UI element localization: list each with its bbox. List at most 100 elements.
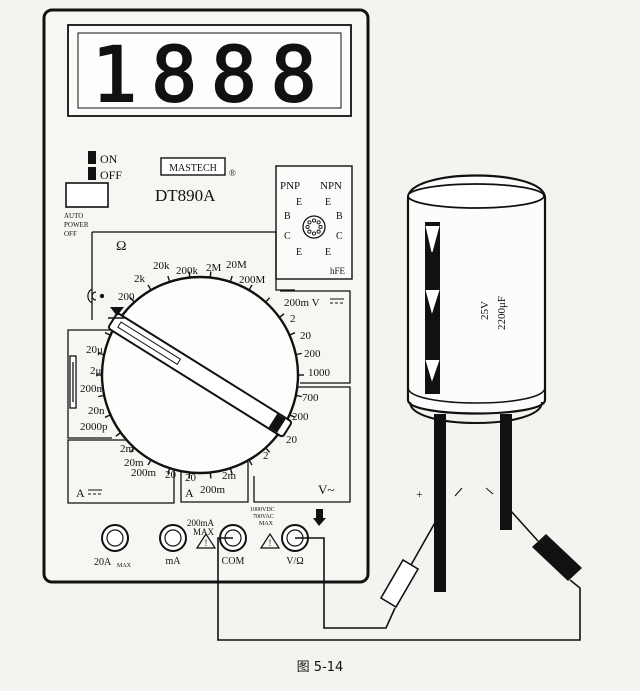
cap-range-outline [67, 329, 112, 439]
dial-tick [129, 447, 135, 453]
acv-range-2: 20 [286, 434, 298, 446]
cap-range-labels: 20μ 2μ 200n 20n 2000p [69, 344, 108, 433]
dca-left-dc-icon [88, 489, 102, 495]
hfe-hole [316, 229, 321, 234]
dial-tick [147, 284, 152, 291]
lcd-reading: 1888 [91, 30, 330, 119]
dca-right-range-1: 2m [222, 470, 237, 482]
hfe-holes [305, 218, 323, 236]
test-leads [217, 509, 582, 641]
probe-negative[interactable] [217, 509, 582, 641]
ohm-range-5: 20M [226, 259, 247, 271]
acv-range-outline [253, 386, 351, 503]
acv-range-3: 2 [263, 450, 269, 462]
jack-20a-sub: MAX [117, 563, 132, 569]
hfe-hole [311, 218, 317, 223]
jack-ma[interactable]: mA 200mA MAX [159, 518, 215, 567]
multimeter: 1888 ON OFF AUTO POWER OFF MASTECH ® DT8… [42, 8, 370, 584]
dial-tick [295, 352, 302, 356]
capacitor-symbol-icon [69, 355, 77, 409]
plus-leader [454, 487, 463, 497]
dcv-head: 200m V [284, 297, 320, 309]
dial-tick [98, 394, 105, 398]
hfe-hole [307, 229, 312, 234]
dca-left-range-3: 20 [165, 469, 177, 481]
hfe-pin-right-0: E [325, 197, 331, 208]
npn-label: NPN [320, 180, 342, 192]
capacitor-voltage: 25V [479, 301, 491, 320]
figure-caption: 图 5-14 [296, 660, 344, 675]
dial-tick [129, 297, 135, 303]
jack-com-label: COM [222, 556, 245, 567]
diode-icon [108, 307, 126, 319]
capacitor-can [406, 174, 547, 415]
dial-tick [104, 332, 111, 336]
cap-range-0: 20μ [86, 344, 103, 356]
auto-power-off-line3: OFF [64, 230, 77, 238]
jack-v-rating-3: MAX [259, 521, 274, 527]
dial-tick [115, 432, 122, 437]
ohm-range-outline [92, 231, 295, 291]
cap-range-4: 2000p [80, 421, 108, 433]
dial-tick [167, 467, 171, 475]
power-button[interactable] [65, 182, 109, 208]
dial-tick [229, 467, 233, 475]
electrolytic-capacitor: 25V 2200μF + [406, 174, 547, 592]
jack-ma-label: mA [166, 556, 182, 567]
ohm-range-2: 20k [153, 260, 170, 272]
dial-tick [265, 297, 271, 303]
lcd-window [77, 32, 342, 109]
acv-range-1: 200 [292, 411, 309, 423]
ohm-range-0: 200 [118, 291, 135, 303]
acv-range-0: 700 [302, 392, 319, 404]
warning-triangle-icon: ! [259, 532, 281, 549]
hfe-hole [318, 224, 323, 230]
probe-positive[interactable] [295, 511, 442, 629]
hfe-pin-left-2: C [284, 231, 291, 242]
dial-tick [188, 472, 191, 479]
dial-tick [104, 414, 111, 418]
probe-arrow-icon [313, 509, 326, 526]
jack-20a[interactable]: 20A MAX [94, 524, 132, 569]
dial-tick [289, 332, 296, 336]
dial-knob-bar[interactable] [108, 312, 292, 438]
dca-left-range-0: 2m [120, 443, 135, 455]
dca-left-outline [67, 439, 175, 504]
capacitor-lower-band [407, 387, 546, 404]
dial-tick [248, 459, 253, 466]
dcv-range-labels: 200m V 2 20 200 1000 [284, 297, 344, 379]
brand-label: MASTECH [169, 163, 217, 174]
jack-ma-top-1: 200mA [187, 518, 215, 528]
power-off-marker [88, 167, 96, 180]
minus-leader [485, 487, 494, 495]
hfe-hole [311, 231, 317, 236]
dca-right-range-labels: 20 2m 200m A [185, 470, 237, 500]
dcv-range-0: 2 [290, 313, 296, 325]
dcv-range-2: 200 [304, 348, 321, 360]
jack-com[interactable]: COM [219, 524, 247, 567]
cap-range-1: 2μ [90, 365, 102, 377]
dca-right-range-2: 200m [200, 484, 226, 496]
dial-pointer-tip [268, 413, 286, 433]
dca-left-range-labels: 2m 20m 200m 20 A [76, 443, 177, 500]
dial-tick [188, 271, 191, 278]
polarity-plus: + [416, 487, 423, 501]
acv-symbol: V~ [318, 482, 334, 497]
acv-range-labels: 700 200 20 2 V~ [263, 392, 334, 497]
ohm-range-3: 200k [176, 265, 199, 277]
dcv-range-3: 1000 [308, 367, 331, 379]
ohm-range-1: 2k [134, 273, 146, 285]
cap-range-2: 200n [80, 383, 103, 395]
dial-pointer[interactable] [108, 312, 292, 438]
range-selector-dial[interactable] [96, 271, 304, 479]
ohm-range-4: 2M [206, 262, 222, 274]
dca-right-range-0: 20 [185, 472, 197, 484]
power-switch[interactable]: ON OFF AUTO POWER OFF [64, 151, 122, 238]
dial-tick [278, 313, 285, 318]
hfe-hole [305, 224, 310, 230]
hfe-label: hFE [330, 266, 346, 276]
auto-power-off-line2: POWER [64, 221, 89, 229]
dca-right-symbol: A [185, 486, 194, 500]
input-jacks: 20A MAX mA 200mA MAX COM V/Ω 1000VDC 700 [94, 507, 309, 569]
